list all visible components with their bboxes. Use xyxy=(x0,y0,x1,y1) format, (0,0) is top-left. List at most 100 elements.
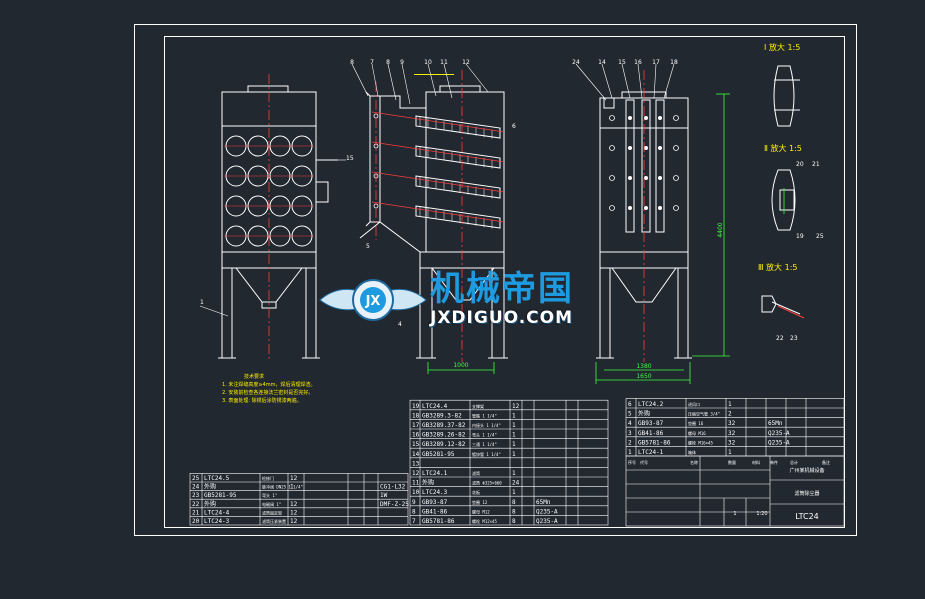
side-valve-dot xyxy=(658,176,662,180)
bom-cell: GB5281-95 xyxy=(204,492,237,499)
bom-cell: 12 xyxy=(290,501,298,508)
bom-cell: LTC24.5 xyxy=(204,475,230,482)
leader-lines xyxy=(199,63,675,317)
bom-cell: 16 xyxy=(412,432,420,439)
bom-cell: CG1-L32 xyxy=(380,484,406,491)
balloon-number: 21 xyxy=(812,161,820,168)
bom-cell: 箱体 xyxy=(688,449,696,455)
bom-cell: 三通 1 1/4" xyxy=(472,441,497,447)
bom-cell: GB93-87 xyxy=(638,420,664,427)
front-view xyxy=(218,85,338,359)
bom-cell: 23 xyxy=(192,492,200,499)
bom-header: 单件 xyxy=(770,459,778,465)
watermark-subtitle: JXDIGUO.COM xyxy=(430,308,574,328)
bom-cell: 9 xyxy=(412,499,416,506)
balloon-number: 15 xyxy=(618,59,626,66)
bom-cell: 支撑架 xyxy=(472,403,484,409)
sheet-border-outer xyxy=(134,24,857,536)
balloon-number: 12 xyxy=(462,59,470,66)
bom-cell: 32 xyxy=(728,439,736,446)
bom-cell: 花板 xyxy=(472,489,480,495)
side-valve-dot xyxy=(658,116,662,120)
bom-cell: 32 xyxy=(728,430,736,437)
side-nozzle xyxy=(673,205,679,211)
bom-cell: 12 xyxy=(290,518,298,525)
tech-note-line: 1. 未注焊缝高度≥4mm，焊后清理焊渣。 xyxy=(222,381,315,388)
bom-cell: LTC24-3 xyxy=(204,518,230,525)
bom-cell: 滤筒压紧装置 xyxy=(262,518,286,524)
side-valve-dot xyxy=(628,146,632,150)
bom-cell: 65Mn xyxy=(768,420,783,427)
bom-cell: 1 xyxy=(728,401,732,408)
side-valve-dot xyxy=(628,116,632,120)
bom-cell: 外购 xyxy=(204,500,216,508)
balloon-number: 24 xyxy=(572,59,580,66)
bom-header: 序号 xyxy=(628,459,636,465)
side-valve-dot xyxy=(644,146,648,150)
bom-cell: 1 xyxy=(512,470,516,477)
bom-cell: 1 xyxy=(728,449,732,456)
bom-cell: 螺栓 M12×45 xyxy=(472,518,497,524)
bom-cell: LTC24.4 xyxy=(422,403,448,410)
bom-header: 总计 xyxy=(790,459,798,465)
front-view-filters xyxy=(224,135,314,247)
bom-cell: 电磁阀 1" xyxy=(262,501,281,507)
detail-label-3: Ⅲ 放大 1:5 xyxy=(758,262,797,272)
bom-header: 材料 xyxy=(752,459,760,465)
balloon-number: 17 xyxy=(652,59,660,66)
bom-cell: 外购 xyxy=(204,483,216,491)
bom-cell: 脉冲阀 DN25 1 1/4" xyxy=(262,484,303,490)
bom-cell: 垫圈 12 xyxy=(472,499,488,505)
bom-cell: 内接头 1 1/4" xyxy=(472,422,501,428)
bom-cell: 12 xyxy=(512,403,520,410)
side-nozzle xyxy=(609,175,615,181)
balloon-number: 18 xyxy=(670,59,678,66)
side-valve-dot xyxy=(644,176,648,180)
bom-cell: LTC24-4 xyxy=(204,509,230,516)
balloon-number: 22 xyxy=(776,335,784,342)
tech-note-line: 3. 表面处理: 除锈后涂防锈漆两遍。 xyxy=(222,397,302,404)
side-valve-dot xyxy=(628,206,632,210)
balloon-number: 11 xyxy=(440,59,448,66)
bom-cell: 12 xyxy=(290,509,298,516)
bom-cell: 检修门 xyxy=(262,475,274,481)
bom-cell: 12 xyxy=(412,470,420,477)
bom-header: 代号 xyxy=(640,459,648,465)
detail-views xyxy=(761,65,801,315)
bom-cell: 1 xyxy=(290,484,294,491)
side-nozzle xyxy=(673,175,679,181)
side-valve-dot xyxy=(644,116,648,120)
bom-cell: 1W xyxy=(380,492,388,499)
watermark: JX 机械帝国 JXDIGUO.COM xyxy=(318,270,608,332)
bom-cell: Q235-A xyxy=(768,430,790,437)
balloon-number: 9 xyxy=(400,59,404,66)
bom-cell: 25 xyxy=(192,475,200,482)
bom-cell: 滤筒固定架 xyxy=(262,509,282,515)
bom-cell: 螺栓 M16×45 xyxy=(688,439,713,445)
bom-cell: 13 xyxy=(412,460,420,467)
bom-header: 备注 xyxy=(822,459,830,465)
bom-cell: 8 xyxy=(512,499,516,506)
balloon-number: 25 xyxy=(816,233,824,240)
bom-cell: 17 xyxy=(412,422,420,429)
bom-cell: 1 xyxy=(512,412,516,419)
bom-cell: GB93-87 xyxy=(422,499,448,506)
title-scale: 1:20 xyxy=(756,511,767,517)
svg-text:JX: JX xyxy=(365,294,381,309)
title-sheet: 1 xyxy=(733,511,736,517)
bom-cell: 20 xyxy=(192,518,200,525)
side-valve-dot xyxy=(628,176,632,180)
bom-cell: 32 xyxy=(728,420,736,427)
title-company: 广州某机械设备 xyxy=(789,467,824,474)
blow-pipe-line xyxy=(371,111,505,133)
bom-cell: 压缩空气管 3/4" xyxy=(688,411,720,417)
dim-1380: 1380 xyxy=(636,363,651,370)
bom-cell: GB3289.37-82 xyxy=(422,422,466,429)
bom-cell: 8 xyxy=(412,508,416,515)
bom-cell: 垫圈 16 xyxy=(688,420,704,426)
bom-cell: Q235-A xyxy=(768,439,790,446)
balloon-number: 14 xyxy=(598,59,606,66)
dim-1000: 1000 xyxy=(453,362,468,369)
bom-cell: 管箍 1 1/4" xyxy=(472,412,497,418)
